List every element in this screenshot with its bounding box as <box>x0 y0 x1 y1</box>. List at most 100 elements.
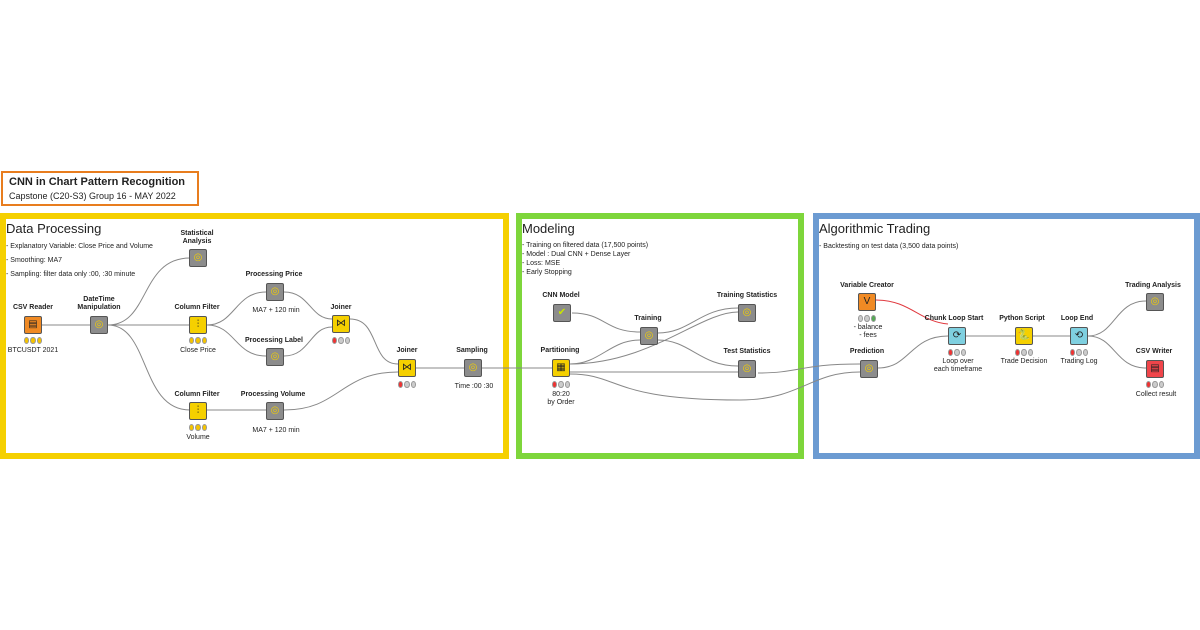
node-name-partitioning: Partitioning <box>540 347 580 354</box>
node-status <box>189 424 207 431</box>
component-icon: ◎ <box>644 330 654 341</box>
connection <box>757 363 861 374</box>
node-loop-end[interactable]: ⟲ <box>1070 327 1088 345</box>
note-line: - Smoothing: MA7 <box>6 257 63 264</box>
note-line: - Explanatory Variable: Close Price and … <box>6 243 153 250</box>
table-writer-icon: ▤ <box>1150 363 1160 374</box>
node-caption: MA7 + 120 min <box>252 427 300 434</box>
node-status <box>858 315 876 322</box>
connection <box>349 318 399 365</box>
node-status <box>398 381 416 388</box>
node-training[interactable]: ◎ <box>640 327 658 345</box>
component-icon: ◎ <box>270 286 280 297</box>
node-processing-price[interactable]: ◎ <box>266 283 284 301</box>
node-caption: Collect result <box>1135 391 1177 398</box>
node-caption: BTCUSDT 2021 <box>7 347 59 354</box>
node-name-test-stats: Test Statistics <box>723 348 771 355</box>
component-icon: ◎ <box>468 362 478 373</box>
node-chunk-loop-start[interactable]: ⟳ <box>948 327 966 345</box>
node-status <box>332 337 350 344</box>
annotation-modeling[interactable]: Modeling - Training on filtered data (17… <box>516 213 804 459</box>
connection <box>206 324 267 357</box>
node-variable-creator[interactable]: V <box>858 293 876 311</box>
note-line: - Sampling: filter data only :00, :30 mi… <box>6 271 136 278</box>
joiner-icon: ⋈ <box>402 362 412 373</box>
node-name-trading-analysis: Trading Analysis <box>1125 282 1181 289</box>
node-training-statistics[interactable]: ◎ <box>738 304 756 322</box>
section-notes: - Backtesting on test data (3,500 data p… <box>819 241 958 252</box>
annotation-algorithmic-trading[interactable]: Algorithmic Trading - Backtesting on tes… <box>813 213 1200 459</box>
component-icon: ◎ <box>94 319 104 330</box>
section-notes: - Explanatory Variable: Close Price and … <box>6 241 153 280</box>
node-processing-label[interactable]: ◎ <box>266 348 284 366</box>
note-line: - Training on filtered data (17,500 poin… <box>522 242 649 249</box>
node-joiner-1[interactable]: ⋈ <box>332 315 350 333</box>
connection <box>283 291 333 320</box>
node-name-csv-reader: CSV Reader <box>12 304 54 311</box>
node-sampling[interactable]: ◎ <box>464 359 482 377</box>
node-caption: Loop over each timeframe <box>933 358 983 373</box>
node-caption: MA7 + 120 min <box>252 307 300 314</box>
node-column-filter-volume[interactable]: ⫶ <box>189 402 207 420</box>
node-caption: Trade Decision <box>1000 358 1048 365</box>
node-partitioning[interactable]: ▦ <box>552 359 570 377</box>
note-line: - Backtesting on test data (3,500 data p… <box>819 243 959 250</box>
node-caption: Volume <box>186 434 210 441</box>
node-joiner-2[interactable]: ⋈ <box>398 359 416 377</box>
node-status <box>189 337 207 344</box>
node-status <box>552 381 570 388</box>
note-line: - Model : Dual CNN + Dense Layer <box>522 251 631 258</box>
node-name-training: Training <box>634 315 662 322</box>
connection <box>1087 335 1147 369</box>
node-test-statistics[interactable]: ◎ <box>738 360 756 378</box>
node-csv-writer[interactable]: ▤ <box>1146 360 1164 378</box>
connection <box>569 371 861 401</box>
node-csv-reader[interactable]: ▤ <box>24 316 42 334</box>
node-datetime-manipulation[interactable]: ◎ <box>90 316 108 334</box>
node-name-proc-label: Processing Label <box>245 337 303 344</box>
variable-connection <box>875 299 949 325</box>
node-name-csv-writer: CSV Writer <box>1135 348 1173 355</box>
node-prediction[interactable]: ◎ <box>860 360 878 378</box>
node-name-cnn-model: CNN Model <box>542 292 580 299</box>
loop-start-icon: ⟳ <box>952 330 962 341</box>
component-icon: ◎ <box>270 351 280 362</box>
node-statistical-analysis[interactable]: ◎ <box>189 249 207 267</box>
node-name-colfilter: Column Filter <box>174 391 220 398</box>
node-trading-analysis[interactable]: ◎ <box>1146 293 1164 311</box>
section-title: Modeling <box>522 221 575 236</box>
variable-icon: V <box>863 296 871 307</box>
component-icon: ◎ <box>742 307 752 318</box>
connection <box>206 291 267 326</box>
node-status <box>24 337 42 344</box>
node-name-datetime: DateTime Manipulation <box>77 296 121 311</box>
node-caption: 80:20 by Order <box>547 391 575 406</box>
node-column-filter-price[interactable]: ⫶ <box>189 316 207 334</box>
loop-end-icon: ⟲ <box>1074 330 1084 341</box>
note-line: - Early Stopping <box>522 269 572 276</box>
component-icon: ◎ <box>864 363 874 374</box>
node-name-proc-volume: Processing Volume <box>240 391 306 398</box>
node-status <box>1015 349 1033 356</box>
connection <box>283 371 399 411</box>
annotation-data-processing[interactable]: Data Processing - Explanatory Variable: … <box>0 213 509 459</box>
component-icon: ◎ <box>742 363 752 374</box>
node-name-prediction: Prediction <box>849 348 885 355</box>
node-name-chunk-loop: Chunk Loop Start <box>924 315 984 322</box>
node-caption: - balance - fees <box>853 324 883 339</box>
node-name-sampling: Sampling <box>456 347 488 354</box>
node-name-colfilter: Column Filter <box>174 304 220 311</box>
connection <box>569 311 739 365</box>
note-line: - Loss: MSE <box>522 260 561 267</box>
check-icon: ✔ <box>557 307 567 318</box>
section-notes: - Training on filtered data (17,500 poin… <box>522 241 648 277</box>
node-python-script[interactable]: 🐍 <box>1015 327 1033 345</box>
node-status <box>1070 349 1088 356</box>
filter-icon: ⫶ <box>196 319 200 330</box>
python-icon: 🐍 <box>1017 330 1031 341</box>
node-name-joiner: Joiner <box>330 304 352 311</box>
node-cnn-model[interactable]: ✔ <box>553 304 571 322</box>
connection <box>571 312 641 333</box>
node-name-proc-price: Processing Price <box>245 271 303 278</box>
node-processing-volume[interactable]: ◎ <box>266 402 284 420</box>
